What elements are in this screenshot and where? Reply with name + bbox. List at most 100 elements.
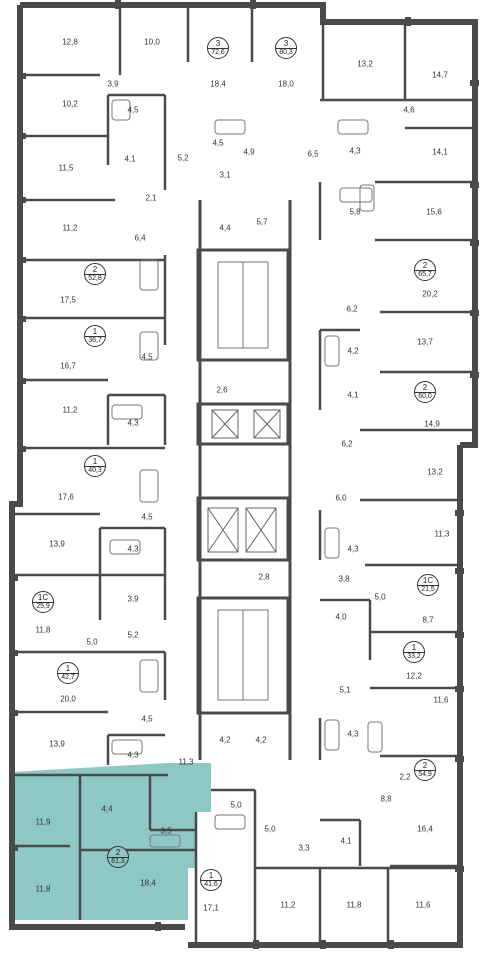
- room-area-label: 5,2: [177, 153, 189, 163]
- apartment-area: 72,6: [208, 48, 228, 57]
- room-area-label: 2,1: [145, 193, 157, 203]
- room-area-label: 5,0: [374, 592, 386, 602]
- room-area-label: 4,4: [101, 804, 113, 814]
- room-area-label: 6,0: [335, 493, 347, 503]
- apartment-area: 33,2: [404, 652, 424, 661]
- apartment-rooms: 2: [422, 383, 428, 392]
- selected-apartment-fill[interactable]: [12, 763, 211, 920]
- room-area-label: 2,6: [216, 385, 228, 395]
- room-area-label: 11,8: [35, 884, 51, 894]
- apartment-area: 60,0: [415, 392, 435, 401]
- lift-shaft-2: [196, 496, 290, 562]
- room-area-label: 3,3: [298, 843, 310, 853]
- room-area-label: 13,9: [49, 539, 65, 549]
- room-area-label: 4,3: [347, 729, 359, 739]
- room-area-label: 17,5: [60, 295, 76, 305]
- outer-wall-right: [188, 445, 463, 948]
- room-area-label: 11,6: [433, 695, 449, 705]
- room-area-label: 18,0: [278, 79, 294, 89]
- room-area-label: 6,5: [307, 149, 319, 159]
- room-area-label: 2,8: [258, 572, 270, 582]
- stair-flights: [217, 261, 269, 701]
- room-area-label: 10,2: [62, 99, 78, 109]
- room-area-label: 4,3: [349, 146, 361, 156]
- room-area-label: 2,2: [399, 772, 411, 782]
- room-area-label: 5,7: [256, 217, 268, 227]
- stair-top: [196, 248, 290, 362]
- stair-bottom: [196, 596, 290, 715]
- room-area-label: 4,1: [124, 154, 136, 164]
- room-area-label: 4,2: [219, 735, 231, 745]
- room-area-label: 14,7: [432, 70, 448, 80]
- apartment-area: 54,9: [415, 770, 435, 779]
- room-area-label: 14,1: [432, 147, 448, 157]
- room-area-label: 5,0: [86, 637, 98, 647]
- room-area-label: 4,2: [255, 735, 267, 745]
- room-area-label: 18,4: [140, 878, 156, 888]
- room-area-label: 5,2: [127, 630, 139, 640]
- room-area-label: 13,2: [427, 467, 443, 477]
- apartment-rooms: 1: [92, 457, 98, 466]
- room-area-label: 20,2: [422, 289, 438, 299]
- room-area-label: 5,0: [230, 800, 242, 810]
- room-area-label: 3,9: [127, 594, 139, 604]
- room-area-label: 4,1: [340, 836, 352, 846]
- apartment-area: 42,7: [58, 673, 78, 682]
- apartment-rooms: 2: [115, 848, 121, 857]
- apartment-area: 65,7: [415, 270, 435, 279]
- room-area-label: 11,2: [62, 223, 78, 233]
- apartment-area: 25,9: [33, 602, 53, 611]
- room-area-label: 11,8: [346, 900, 362, 910]
- room-area-label: 4,2: [347, 346, 359, 356]
- outer-wall-left: [9, 5, 185, 930]
- room-area-label: 3,8: [338, 574, 350, 584]
- apartment-area: 40,3: [85, 466, 105, 475]
- room-area-label: 13,2: [357, 59, 373, 69]
- room-area-label: 4,0: [335, 612, 347, 622]
- room-area-label: 11,2: [62, 405, 78, 415]
- room-area-label: 10,0: [144, 37, 160, 47]
- apartment-rooms: 2: [422, 261, 428, 270]
- room-area-label: 4,3: [127, 750, 139, 760]
- room-area-label: 4,1: [347, 390, 359, 400]
- room-area-label: 12,8: [62, 37, 78, 47]
- apartment-rooms: 1С: [37, 593, 49, 602]
- lift-cars: [207, 409, 281, 553]
- apartment-rooms: 1С: [422, 576, 434, 585]
- room-area-label: 17,6: [58, 492, 74, 502]
- room-area-label: 16,4: [417, 824, 433, 834]
- apartment-rooms: 3: [215, 39, 221, 48]
- apartment-rooms: 2: [422, 761, 428, 770]
- room-area-label: 11,9: [35, 817, 51, 827]
- bathtubs: [109, 99, 383, 848]
- room-area-label: 4,9: [243, 147, 255, 157]
- room-area-label: 4,3: [127, 418, 139, 428]
- room-area-label: 11,3: [434, 529, 450, 539]
- room-area-label: 4,3: [127, 544, 139, 554]
- room-area-label: 4,5: [141, 512, 153, 522]
- apartment-area: 41,6: [201, 880, 221, 889]
- building-core: [196, 200, 292, 760]
- room-area-label: 12,2: [406, 671, 422, 681]
- room-area-label: 5,8: [349, 207, 361, 217]
- outer-wall-top: [20, 2, 478, 448]
- outer-walls: [9, 2, 478, 948]
- room-area-label: 4,4: [219, 223, 231, 233]
- interior-walls: [12, 5, 475, 945]
